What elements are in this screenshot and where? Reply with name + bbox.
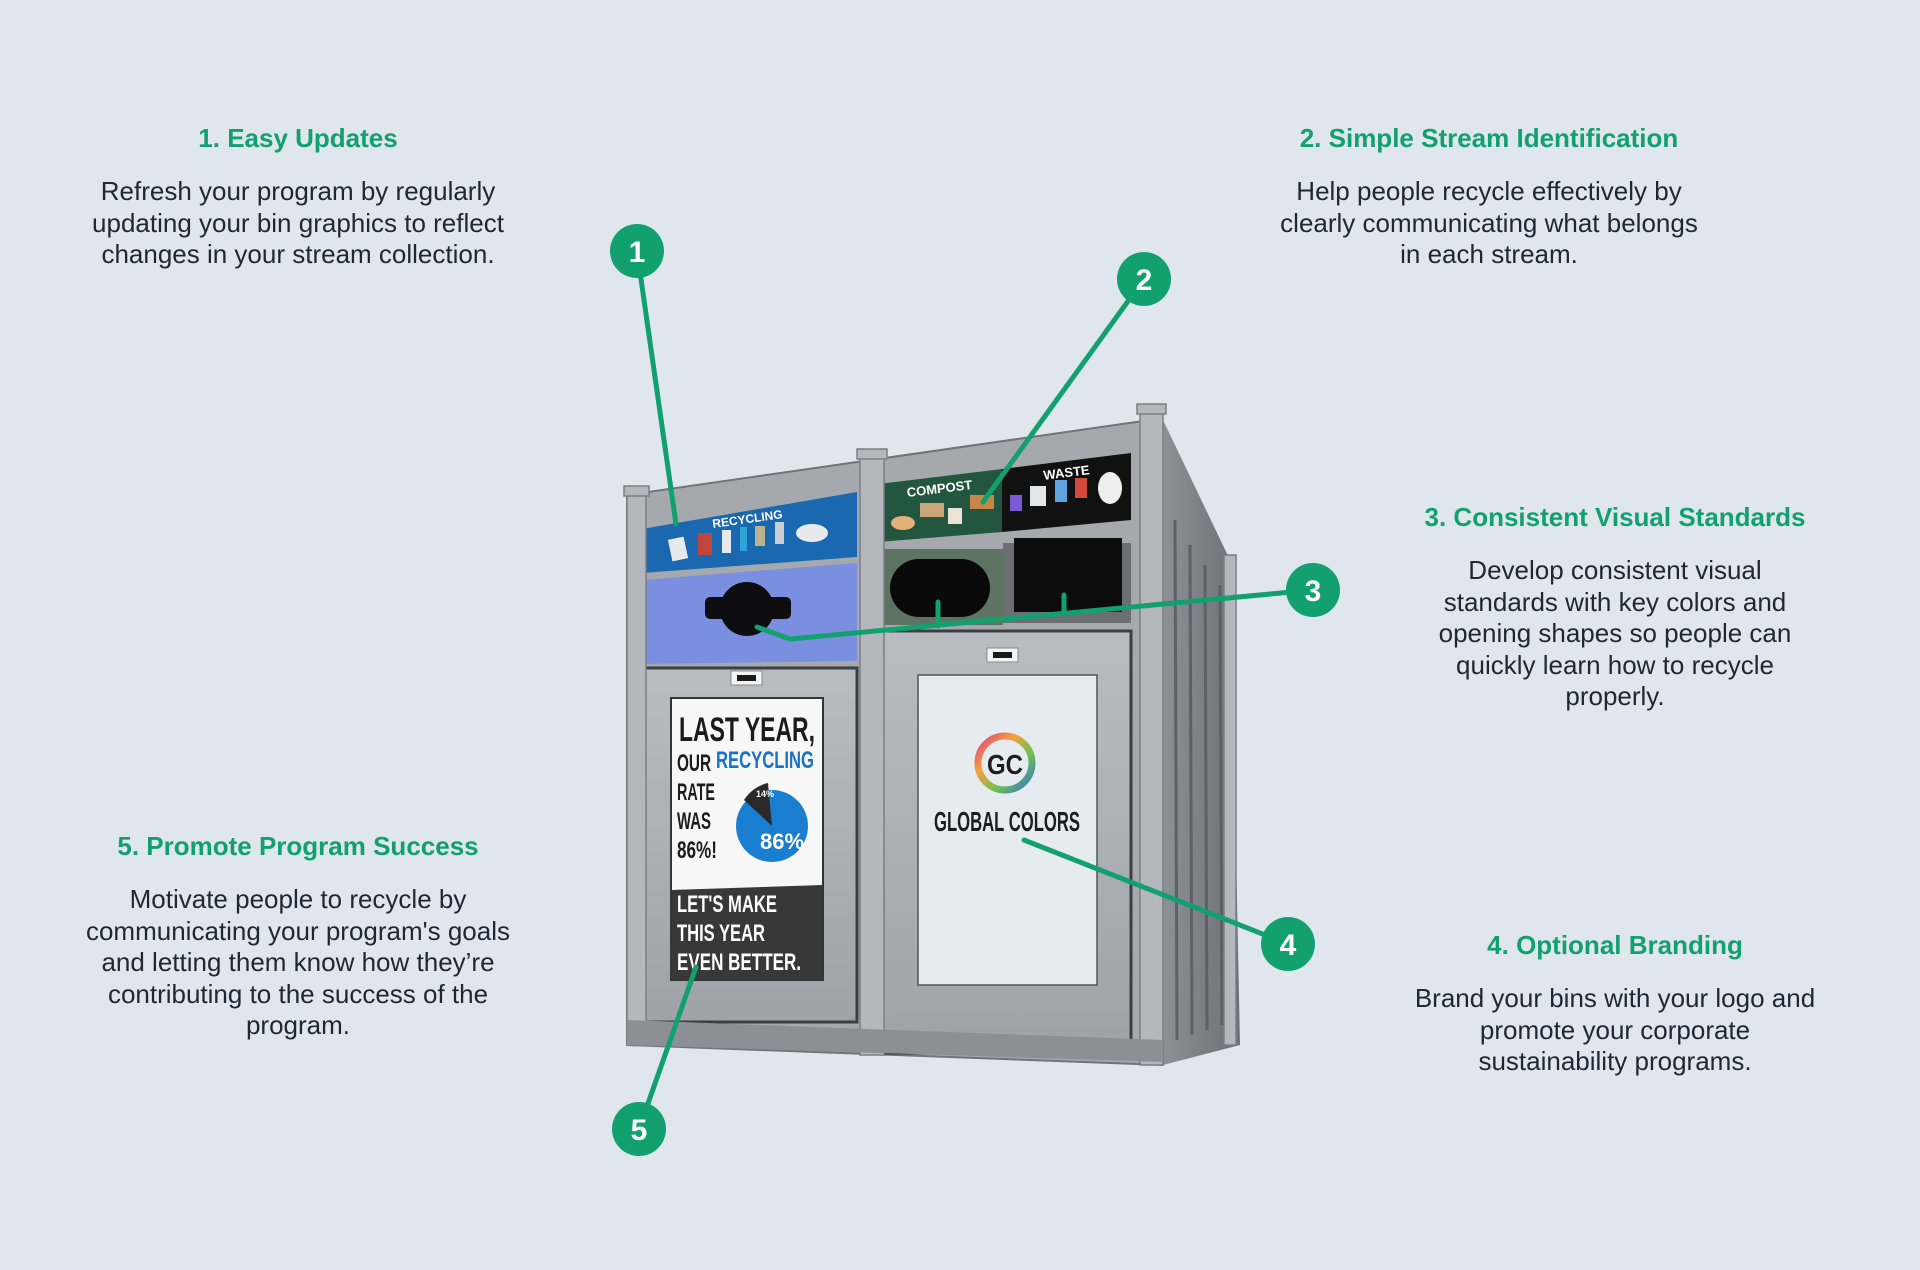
callout-title: 5. Promote Program Success [117, 831, 479, 861]
recyclable-items-icons [667, 522, 828, 562]
branding-panel [917, 674, 1098, 986]
callout-line-1 [634, 248, 679, 527]
poster-line: EVEN BETTER. [677, 949, 801, 976]
callout-badge-1[interactable]: 1 [610, 224, 664, 278]
poster-line: 86%! [677, 837, 717, 864]
callout-title: 3. Consistent Visual Standards [1424, 502, 1806, 532]
poster-line: OUR [677, 750, 711, 777]
waste-opening-slot [1014, 538, 1122, 612]
bin-posts [623, 403, 1237, 1066]
side-panel-ribs [1173, 519, 1224, 1041]
poster-line: RECYCLING [716, 747, 814, 774]
pie-chart-small-slice [744, 783, 772, 826]
callout-body: Help people recycle effectively by clear… [1280, 176, 1698, 269]
badge-number: 4 [1280, 929, 1297, 962]
callout-line-3 [754, 587, 1316, 642]
callout-optional-branding: 4. Optional Branding Brand your bins wit… [1410, 930, 1820, 1078]
callout-body: Motivate people to recycle by communicat… [85, 884, 511, 1040]
poster-line: LAST YEAR, [679, 710, 815, 749]
poster-line: WAS [677, 808, 711, 835]
callout-body: Brand your bins with your logo and promo… [1414, 983, 1816, 1076]
poster-line: THIS YEAR [677, 920, 765, 947]
callout-body: Develop consistent visual standards with… [1438, 555, 1792, 711]
callout-promote-success: 5. Promote Program Success Motivate peop… [83, 831, 513, 1042]
recycling-label-panel [642, 492, 857, 573]
callout-body: Refresh your program by regularly updati… [92, 176, 504, 269]
logo-ring [974, 732, 1036, 794]
badge-number: 2 [1136, 264, 1153, 297]
callout-badge-2[interactable]: 2 [1117, 252, 1171, 306]
logo-text: GLOBAL COLORS [934, 806, 1080, 837]
callout-lines [634, 248, 1316, 1132]
poster-line: LET'S MAKE [677, 891, 777, 918]
program-success-poster: LAST YEAR, OUR RECYCLING RATE WAS 86%! 1… [670, 697, 824, 981]
callout-easy-updates: 1. Easy Updates Refresh your program by … [78, 123, 518, 271]
handle-slot [737, 675, 756, 681]
recycling-opening-slot [705, 582, 791, 636]
waste-items-icons [1010, 472, 1122, 511]
waste-label: WASTE [1043, 462, 1091, 483]
handle-slot [993, 652, 1012, 658]
pie-large-label: 86% [760, 829, 804, 854]
callout-line-5 [636, 964, 699, 1132]
logo-mark: GC [987, 749, 1023, 780]
callout-badge-3[interactable]: 3 [1286, 563, 1340, 617]
callout-badge-5[interactable]: 5 [612, 1102, 666, 1156]
callout-title: 1. Easy Updates [198, 123, 398, 153]
callout-title: 4. Optional Branding [1487, 930, 1743, 960]
badge-number: 1 [629, 236, 646, 269]
badge-number: 5 [631, 1114, 648, 1147]
callout-badge-4[interactable]: 4 [1261, 917, 1315, 971]
callout-title: 2. Simple Stream Identification [1299, 123, 1679, 153]
callout-stream-identification: 2. Simple Stream Identification Help peo… [1269, 123, 1709, 271]
compost-opening-slot [890, 559, 990, 617]
callout-line-2 [980, 276, 1147, 505]
badge-number: 3 [1305, 575, 1322, 608]
callout-line-4 [1021, 837, 1291, 947]
pie-small-label: 14% [756, 789, 774, 799]
bin-base [627, 1020, 1163, 1062]
poster-line: RATE [677, 779, 715, 806]
callout-visual-standards: 3. Consistent Visual Standards Develop c… [1410, 502, 1820, 713]
